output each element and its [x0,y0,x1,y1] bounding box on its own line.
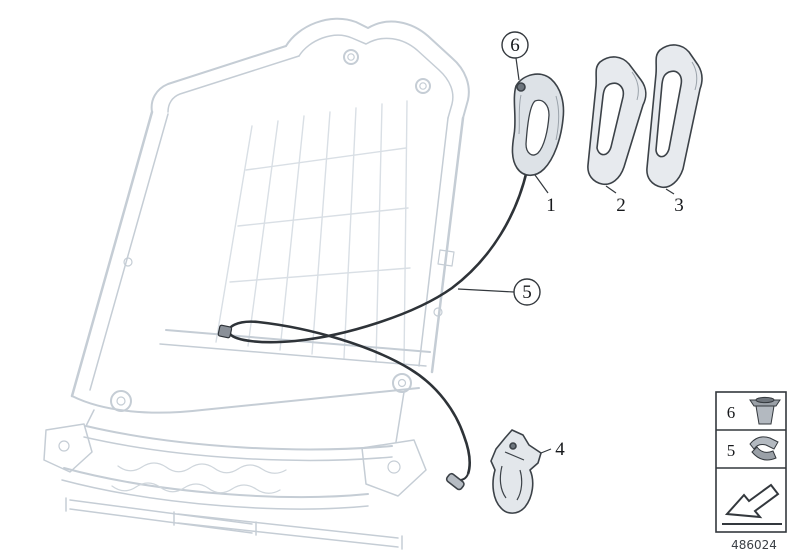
cable-end-fitting [445,472,465,491]
legend: 6 5 [715,391,787,533]
part-3-cover [646,44,703,189]
callout-2-label: 2 [616,195,626,216]
seat-frame-ghost [43,17,470,550]
callout-5-label: 5 [522,282,532,303]
callout-1: 1 [534,174,556,216]
legend-item-5-label: 5 [727,441,736,460]
callout-4: 4 [540,439,565,460]
direction-arrow-icon [722,483,782,525]
callout-3-label: 3 [674,195,684,216]
part-number: 486024 [731,538,777,552]
grommet-icon [749,396,781,425]
callouts: 6 5 1 2 3 4 [457,31,684,460]
callout-6-label: 6 [510,35,520,56]
callout-6: 6 [501,31,529,81]
callout-1-label: 1 [546,195,556,216]
part-4-bracket [490,429,542,514]
part-2-cover [587,56,647,186]
part-1-release-handle [511,73,565,177]
callout-2: 2 [605,185,626,216]
callout-5: 5 [457,278,541,306]
cable-mid-fitting [217,324,233,339]
bowden-cable [217,169,529,481]
callout-3: 3 [665,188,684,216]
callout-4-label: 4 [555,439,565,460]
parts [445,44,703,514]
legend-item-6-label: 6 [727,403,736,422]
clip-icon [749,436,779,461]
